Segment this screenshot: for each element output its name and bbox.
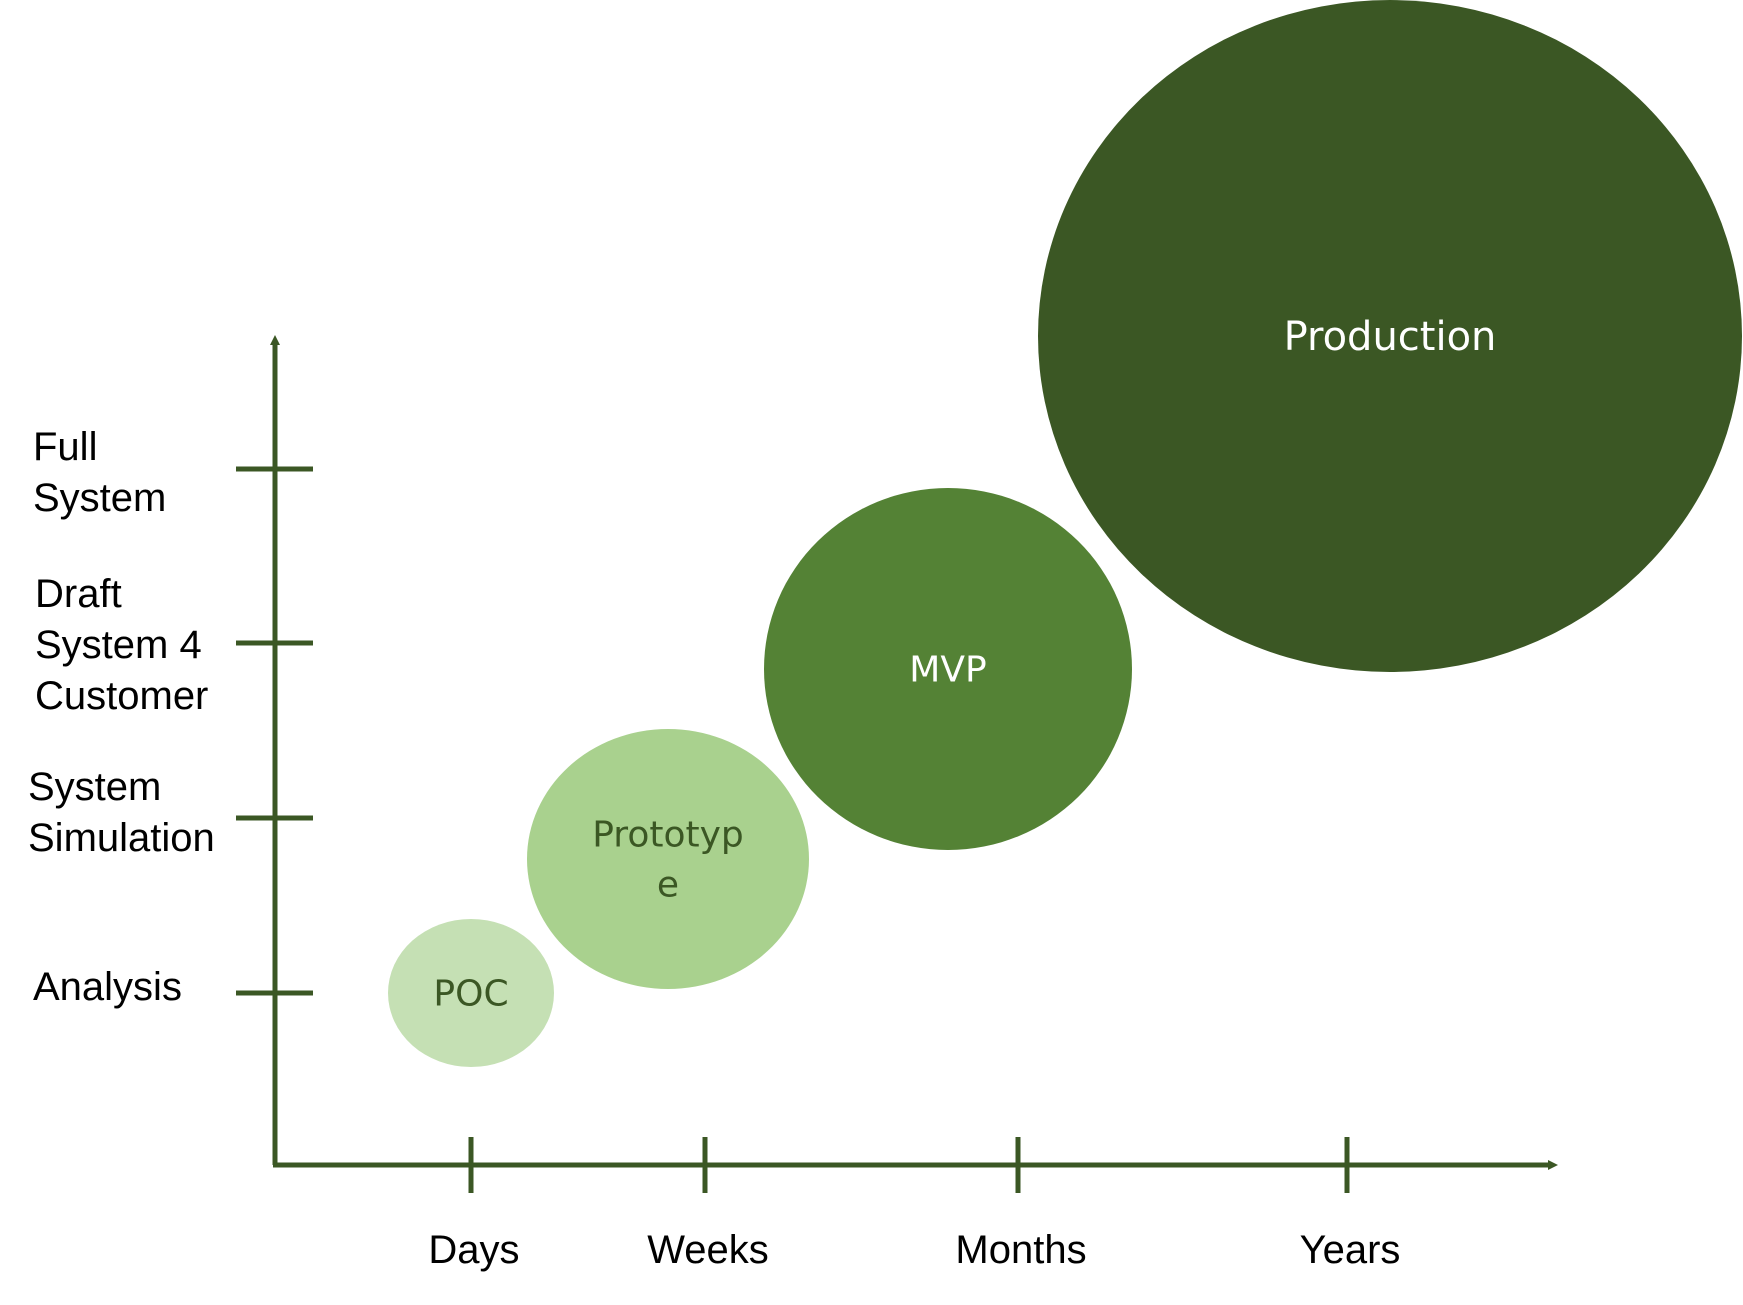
y-axis-label-line: System 4 [35,623,202,667]
stage-bubble-shape [388,919,554,1067]
x-axis-label: Months [955,1228,1086,1272]
stage-bubble-shape [527,729,809,989]
y-axis-label-line: System [28,765,161,809]
axes [270,335,1558,1170]
stage-bubble-label-line: Production [1284,314,1497,360]
stage-bubble-shape [1038,0,1742,672]
stage-bubble: MVP [764,488,1132,850]
stage-bubble-label-line: MVP [909,650,986,691]
stage-bubble-label: MVP [909,650,986,691]
stage-bubble-label-line: Prototyp [592,815,744,856]
stage-bubbles: POC Prototyp e MVP Production [388,0,1742,1067]
stage-bubble-label-line: POC [433,974,508,1015]
stage-bubble: Production [1038,0,1742,672]
y-axis-label-line: Full [33,425,97,469]
stage-bubble-label: Production [1284,314,1497,360]
y-axis-label-line: Analysis [33,965,182,1009]
stage-bubble-label: Prototyp e [592,815,744,906]
x-axis-label: Years [1300,1228,1401,1272]
x-axis-labels: Days Weeks Months Years [428,1228,1400,1272]
stage-bubble: POC [388,919,554,1067]
stage-bubble-label-line: e [657,865,679,906]
y-axis-ticks [236,466,313,996]
x-axis-label: Days [428,1228,519,1272]
stage-bubble-label: POC [433,974,508,1015]
y-axis-label-line: Customer [35,674,208,718]
stage-bubble-shape [764,488,1132,850]
x-axis-label: Weeks [647,1228,769,1272]
y-axis-label: Analysis [33,965,182,1009]
y-axis-label-line: Simulation [28,816,215,860]
y-axis-label-line: System [33,476,166,520]
stage-bubble: Prototyp e [527,729,809,989]
x-axis-ticks [468,1137,1350,1193]
y-axis-label-line: Draft [35,572,122,616]
